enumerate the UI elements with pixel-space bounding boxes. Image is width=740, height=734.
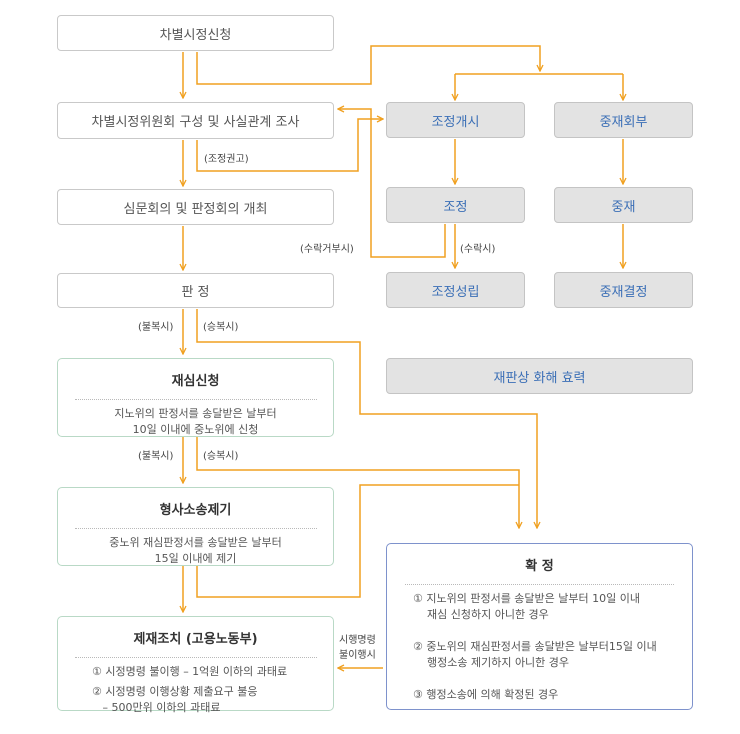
node-review-request: 재심신청 지노위의 판정서를 송달받은 날부터 10일 이내에 중노위에 신청 <box>57 358 334 437</box>
arrow-lawsuit-side <box>196 528 361 598</box>
node-lawsuit: 형사소송제기 중노위 재심판정서를 송달받은 날부터 15일 이내에 제기 <box>57 487 334 566</box>
label-win-1: (승복시) <box>203 322 239 333</box>
sanction-item-2-line-2: – 500만위 이하의 과태료 <box>92 701 221 714</box>
node-investigation: 차별시정위원회 구성 및 사실관계 조사 <box>57 102 334 139</box>
sanction-divider <box>74 657 317 658</box>
lawsuit-title: 형사소송제기 <box>159 503 232 518</box>
finalization-item-2: ② 중노위의 재심판정서를 송달받은 날부터15일 이내 행정소송 제기하지 아… <box>413 639 657 671</box>
arrow-mediation-recommend <box>196 119 383 172</box>
finalization-item-1-line-2: 재심 신청하지 아니한 경우 <box>413 608 549 621</box>
arrow-application-to-mediation-branch <box>196 45 540 85</box>
label-accept: (수락시) <box>460 244 496 255</box>
node-mediation-start: 조정개시 <box>386 102 525 138</box>
lawsuit-divider <box>74 528 317 529</box>
review-line-2: 10일 이내에 중노위에 신청 <box>132 423 259 436</box>
node-application: 차별시정신청 <box>57 15 334 51</box>
label-lose-2: (불복시) <box>138 451 174 462</box>
label-lose-1: (불복시) <box>138 322 174 333</box>
review-divider <box>74 399 317 400</box>
finalization-title: 확 정 <box>525 559 554 574</box>
label-noncompliance-line-2: 불이행시 <box>339 650 376 661</box>
sanction-list: ① 시정명령 불이행 – 1억원 이하의 과태료 ② 시정명령 이행상황 제출요… <box>92 664 287 720</box>
finalization-item-2-line-2: 행정소송 제기하지 아니한 경우 <box>413 656 570 669</box>
finalization-item-1-line-1: ① 지노위의 판정서를 송달받은 날부터 10일 이내 <box>413 592 640 605</box>
node-hearing: 심문회의 및 판정회의 개최 <box>57 189 334 225</box>
finalization-item-1: ① 지노위의 판정서를 송달받은 날부터 10일 이내 재심 신청하지 아니한 … <box>413 591 657 623</box>
lawsuit-desc: 중노위 재심판정서를 송달받은 날부터 15일 이내에 제기 <box>109 535 281 567</box>
node-arbitration-referral: 중재회부 <box>554 102 693 138</box>
node-mediation: 조정 <box>386 187 525 223</box>
node-arbitration-decision: 중재결정 <box>554 272 693 308</box>
node-finalization: 확 정 ① 지노위의 판정서를 송달받은 날부터 10일 이내 재심 신청하지 … <box>386 543 693 710</box>
finalization-item-2-line-1: ② 중노위의 재심판정서를 송달받은 날부터15일 이내 <box>413 640 657 653</box>
arrow-lawsuit-to-final <box>359 484 519 528</box>
arrow-judgment-to-final <box>196 309 537 528</box>
node-settlement-effect: 재판상 화해 효력 <box>386 358 693 394</box>
review-title: 재심신청 <box>171 374 220 389</box>
sanction-item-1: ① 시정명령 불이행 – 1억원 이하의 과태료 <box>92 664 287 680</box>
node-judgment: 판 정 <box>57 273 334 308</box>
label-noncompliance-line-1: 시행명령 <box>339 635 376 646</box>
node-arbitration: 중재 <box>554 187 693 223</box>
label-mediation-recommend: (조정권고) <box>204 154 249 165</box>
sanction-item-2-line-1: ② 시정명령 이행상황 제출요구 불응 <box>92 685 258 698</box>
label-noncompliance: 시행명령 불이행시 <box>339 633 376 663</box>
node-mediation-established: 조정성립 <box>386 272 525 308</box>
arrow-refuse-to-investigation <box>338 109 446 258</box>
finalization-divider <box>405 584 674 585</box>
sanction-title: 제재조치 (고용노동부) <box>133 632 258 647</box>
label-win-2: (승복시) <box>203 451 239 462</box>
finalization-list: ① 지노위의 판정서를 송달받은 날부터 10일 이내 재심 신청하지 아니한 … <box>413 591 657 719</box>
lawsuit-line-1: 중노위 재심판정서를 송달받은 날부터 <box>109 536 282 549</box>
review-desc: 지노위의 판정서를 송달받은 날부터 10일 이내에 중노위에 신청 <box>114 406 276 438</box>
review-line-1: 지노위의 판정서를 송달받은 날부터 <box>114 407 277 420</box>
finalization-item-3: ③ 행정소송에 의해 확정된 경우 <box>413 687 657 703</box>
sanction-item-1-line-1: ① 시정명령 불이행 – 1억원 이하의 과태료 <box>92 665 288 678</box>
sanction-item-2: ② 시정명령 이행상황 제출요구 불응 – 500만위 이하의 과태료 <box>92 684 287 716</box>
lawsuit-line-2: 15일 이내에 제기 <box>154 552 237 565</box>
node-sanction: 제재조치 (고용노동부) ① 시정명령 불이행 – 1억원 이하의 과태료 ② … <box>57 616 334 714</box>
label-refuse-accept: (수락거부시) <box>300 244 354 255</box>
finalization-item-3-line-1: ③ 행정소송에 의해 확정된 경우 <box>413 688 559 701</box>
arrow-review-to-final <box>196 437 519 528</box>
